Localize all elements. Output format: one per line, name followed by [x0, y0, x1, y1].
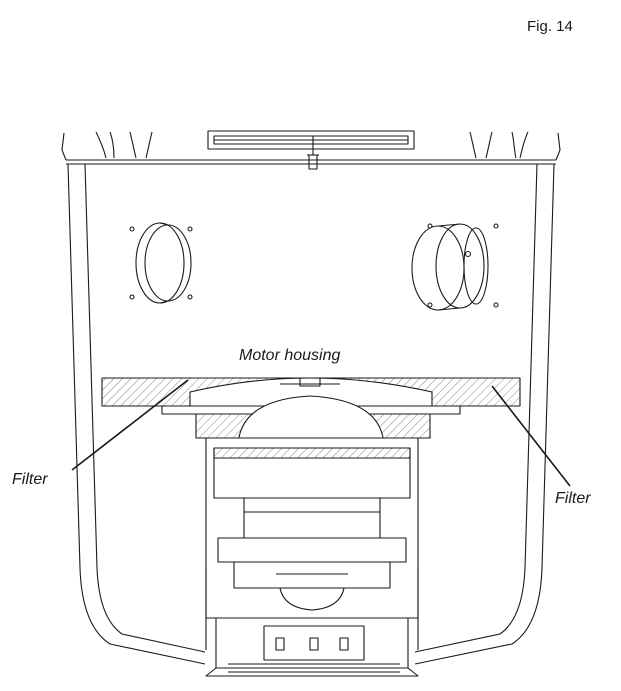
container-rim: [61, 131, 561, 165]
center-screw: [307, 136, 319, 170]
container-wall-left: [67, 163, 206, 665]
motor-unit: [205, 437, 419, 650]
label-filter-right: Filter: [555, 490, 591, 507]
figure-number: Fig. 14: [527, 18, 573, 35]
inlet-port-left: [129, 222, 193, 304]
label-motor-housing: Motor housing: [239, 347, 341, 364]
base-electronics: [205, 617, 419, 677]
top-vent-grille: [207, 130, 415, 150]
container-wall-right: [414, 163, 555, 665]
leader-line-filter-left: [71, 379, 189, 471]
outlet-port-right: [411, 223, 499, 311]
motor-housing: [161, 377, 461, 449]
label-filter-left: Filter: [12, 471, 48, 488]
leader-line-filter-right: [491, 385, 571, 487]
